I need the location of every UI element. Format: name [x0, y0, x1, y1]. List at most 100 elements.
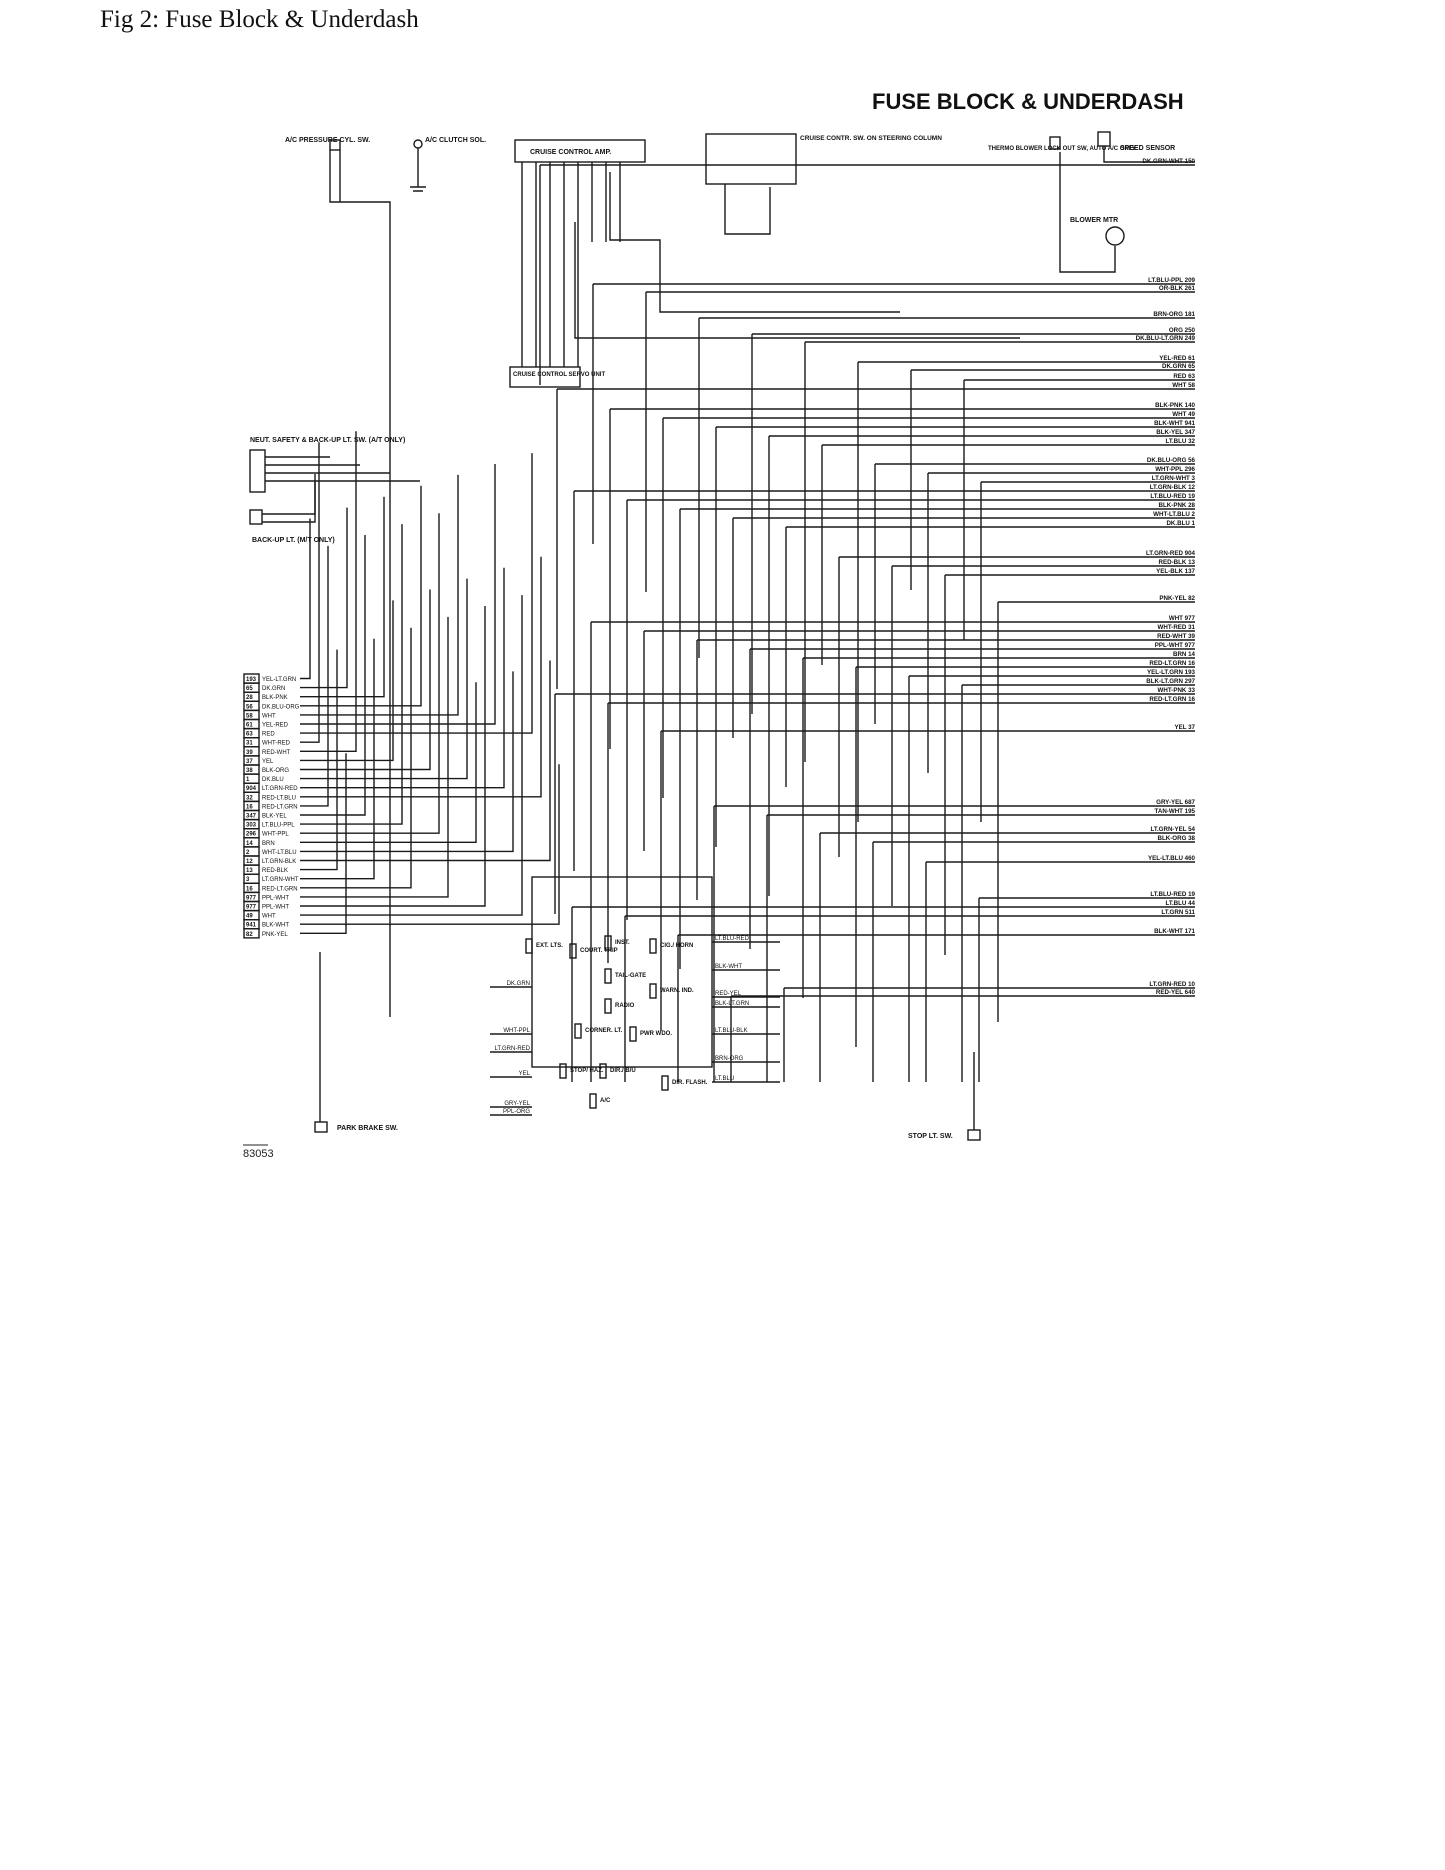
- park-brake-switch: PARK BRAKE SW.: [314, 1121, 398, 1133]
- fuse: [599, 1063, 607, 1079]
- fuse-wire-label: DK.GRN: [507, 981, 530, 987]
- connector-wire-label: DK.BLU: [262, 777, 284, 783]
- right-wire-label: GRY-YEL 687: [1156, 799, 1195, 806]
- wire-segment: [262, 474, 316, 515]
- connector-wire-label: RED: [262, 732, 275, 738]
- connector-pin-number: 63: [246, 732, 253, 738]
- wire-segment: [300, 496, 385, 698]
- connector-pin-number: 13: [246, 868, 253, 874]
- ac-clutch-label: A/C CLUTCH SOL.: [425, 137, 486, 144]
- connector-pin-number: 65: [246, 686, 253, 692]
- wire-segment: [300, 764, 560, 925]
- connector-pin-number: 12: [246, 859, 253, 865]
- ac-pressure-switch: A/C PRESSURE CYL. SW.: [285, 137, 391, 1017]
- wire-segment: [1103, 146, 1195, 163]
- fuse-wire-label: LT.BLU: [715, 1076, 734, 1082]
- right-wire-label: WHT-RED 31: [1158, 624, 1196, 631]
- right-wire-label: PNK-YEL 82: [1159, 595, 1195, 602]
- wire-segment: [300, 535, 366, 816]
- connector-wire-label: YEL-LT.GRN: [262, 677, 296, 683]
- right-wire-label: WHT-PPL 296: [1155, 466, 1195, 473]
- right-wire-label: LT.GRN-BLK 12: [1150, 484, 1196, 491]
- right-wire-label: LT.BLU-PPL 209: [1148, 277, 1195, 284]
- connector-wire-label: BLK-PNK: [262, 695, 288, 701]
- connector-wire-label: RED-BLK: [262, 868, 288, 874]
- connector-pin-number: 31: [246, 741, 253, 747]
- right-wire-label: OR-BLK 261: [1159, 285, 1196, 292]
- wire-segment: [300, 589, 431, 771]
- ac-pressure-label: A/C PRESSURE CYL. SW.: [285, 137, 370, 144]
- right-wire-label: RED-BLK 13: [1159, 559, 1196, 566]
- wire-segment: [300, 682, 477, 843]
- fuse-wire-label: YEL: [519, 1071, 531, 1077]
- wiring-diagram: FUSE BLOCK & UNDERDASH A/C PRESSURE CYL.…: [240, 72, 1200, 1332]
- connector-pin-number: 16: [246, 886, 253, 892]
- fuse-label: STOP/ HAZ.: [570, 1068, 604, 1074]
- wire-segment: [300, 474, 459, 716]
- svg-text:CRUISE CONTR. SW. ON STEERING: CRUISE CONTR. SW. ON STEERING COLUMN: [800, 135, 942, 142]
- connector-wire-label: LT.GRN-WHT: [262, 877, 299, 883]
- fuse-label: TAIL-GATE: [615, 973, 646, 979]
- fuse-wire-label: WHT-PPL: [503, 1028, 530, 1034]
- wire-segment: [300, 524, 403, 825]
- right-wire-label: YEL-RED 61: [1159, 355, 1195, 362]
- cruise-control-servo: CRUISE CONTROL SERVO UNIT: [509, 366, 605, 388]
- right-wire-label: BLK-YEL 347: [1156, 429, 1195, 436]
- wire-segment: [300, 606, 486, 907]
- right-wire-label: BLK-WHT 171: [1154, 928, 1195, 935]
- right-wire-label: DK.GRN-WHT 150: [1142, 158, 1195, 165]
- wire-segment: [300, 442, 320, 743]
- svg-text:CRUISE CONTROL SERVO UNIT: CRUISE CONTROL SERVO UNIT: [513, 372, 605, 378]
- right-wire-label: LT.GRN-WHT 3: [1152, 475, 1196, 482]
- svg-text:BACK-UP LT. (M/T ONLY): BACK-UP LT. (M/T ONLY): [252, 537, 335, 544]
- wire-segment: [300, 518, 311, 680]
- right-wire-label: RED-WHT 39: [1157, 633, 1195, 640]
- fuse: [661, 1075, 669, 1091]
- connector-pin-number: 303: [246, 823, 257, 829]
- right-wire-label: PPL-WHT 977: [1155, 642, 1196, 649]
- right-wire-label: WHT 58: [1172, 382, 1195, 389]
- right-wire-label: LT.BLU-RED 19: [1150, 891, 1195, 898]
- fuse: [525, 938, 533, 954]
- svg-text:A/C PRESSURE CYL. SW.: A/C PRESSURE CYL. SW.: [285, 137, 370, 144]
- right-wire-label: YEL-BLK 137: [1156, 568, 1195, 575]
- fuse: [649, 983, 657, 999]
- wire-segment: [300, 567, 505, 789]
- right-wire-label: DK.GRN 65: [1162, 363, 1196, 370]
- connector-wire-label: WHT-PPL: [262, 832, 289, 838]
- wire-segment: [300, 753, 347, 934]
- right-wire-label: LT.GRN 511: [1161, 909, 1195, 916]
- connector-pin-number: 28: [246, 695, 253, 701]
- fuse-label: EXT. LTS.: [536, 943, 563, 949]
- fuse-wire-label: LT.BLU-RED: [715, 936, 750, 942]
- wire-segment: [300, 649, 338, 871]
- right-wire-label: BRN 14: [1173, 651, 1196, 658]
- connector-wire-label: BLK-WHT: [262, 923, 289, 929]
- fuse: [574, 1023, 582, 1039]
- connector-pin-number: 56: [246, 704, 253, 710]
- right-wire-label: BLK-PNK 140: [1155, 402, 1195, 409]
- connector-pin-number: 193: [246, 677, 257, 683]
- connector-pin-number: 82: [246, 932, 253, 938]
- fuse: [559, 1063, 567, 1079]
- wire-segment: [724, 184, 771, 235]
- fuse: [649, 938, 657, 954]
- right-wire-label: RED-YEL 640: [1156, 989, 1196, 996]
- fuse: [589, 1093, 597, 1109]
- svg-text:NEUT. SAFETY & BACK-UP LT. SW.: NEUT. SAFETY & BACK-UP LT. SW. (A/T ONLY…: [250, 437, 405, 444]
- connector-pin-number: 39: [246, 750, 253, 756]
- right-wire-label: BLK-WHT 941: [1154, 420, 1195, 427]
- fuse: [604, 935, 612, 951]
- wire-segment: [300, 545, 329, 807]
- fuse-label: PWR WDO.: [640, 1031, 672, 1037]
- right-wire-label: LT.BLU 44: [1166, 900, 1196, 907]
- right-wire-label: LT.GRN-RED 904: [1146, 550, 1196, 557]
- connector-wire-label: RED-LT.GRN: [262, 804, 298, 810]
- connector-wire-label: YEL-RED: [262, 723, 289, 729]
- right-wire-label: RED-LT.GRN 16: [1149, 696, 1195, 703]
- cruise-switch: CRUISE CONTR. SW. ON STEERING COLUMN: [705, 133, 942, 185]
- wire-segment: [300, 453, 533, 734]
- wire-segment: [609, 172, 900, 313]
- wire-segment: [1059, 152, 1116, 273]
